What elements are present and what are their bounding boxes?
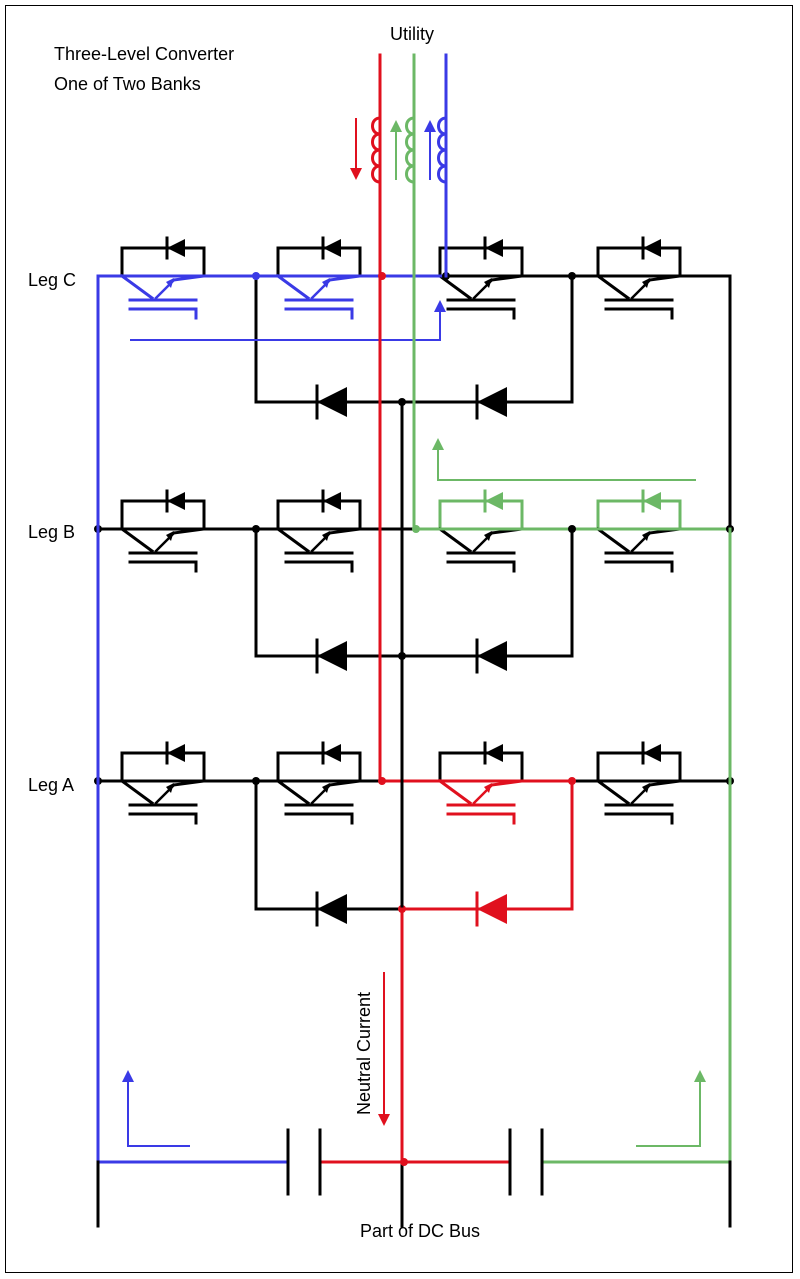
leg-b-igbt-2-collector	[275, 526, 311, 554]
leg-a-igbt-2-diode-loop	[276, 751, 362, 781]
utility-green-inductor	[405, 116, 415, 184]
leg-a-igbt-2-collector	[275, 778, 311, 806]
leg-b-igbt-4-diode-loop	[596, 499, 682, 529]
leg-a-igbt-4-diode	[643, 744, 661, 762]
leg-a-igbt-4-emitter-arrow	[642, 783, 650, 793]
leg-a-igbt-4-diode-loop	[596, 751, 682, 781]
diagram-frame	[5, 5, 793, 1273]
leg-c-igbt-3-diode-loop	[438, 246, 524, 276]
junction-dot	[568, 777, 576, 785]
circuit-drawing	[94, 53, 734, 1228]
dc-green-arrow	[636, 1070, 706, 1147]
leg-b-igbt-1-diode-loop	[120, 499, 206, 529]
leg-b-igbt-1-emitter-arrow	[166, 531, 174, 541]
leg-a-igbt-1-diode-loop	[120, 751, 206, 781]
utility-blue-inductor	[437, 116, 447, 184]
leg-c-igbt-4-diode-loop	[596, 246, 682, 276]
leg-a-clamp-diode-1	[317, 894, 347, 924]
leg-c-igbt-4-collector	[595, 273, 631, 301]
leg-b-green-arrow	[432, 438, 696, 481]
leg-b-igbt-1-diode	[167, 492, 185, 510]
junction-dot	[400, 1158, 408, 1166]
leg-b-igbt-2-diode	[323, 492, 341, 510]
leg-c-blue-arrow	[130, 300, 446, 341]
junction-dot	[568, 525, 576, 533]
neutral-current-label: Neutral Current	[354, 992, 374, 1115]
leg-c-igbt-3-diode	[485, 239, 503, 257]
leg-b-igbt-4-diode	[643, 492, 661, 510]
leg-a-igbt-1-diode	[167, 744, 185, 762]
leg-c-igbt-4-emitter-arrow	[642, 278, 650, 288]
leg-c-igbt-3-emitter-arrow	[484, 278, 492, 288]
leg-c-clamp-diode-1	[317, 387, 347, 417]
leg-a-igbt-3-collector	[437, 778, 473, 806]
leg-a-igbt-3-diode-loop	[438, 751, 524, 781]
leg-b-igbt-4-emitter-arrow	[642, 531, 650, 541]
leg-c-igbt-1-diode	[167, 239, 185, 257]
leg-a-igbt-2-emitter-arrow	[322, 783, 330, 793]
junction-dot	[252, 777, 260, 785]
junction-dot	[252, 272, 260, 280]
utility-label: Utility	[390, 24, 434, 44]
leg-b-igbt-3-diode-loop	[438, 499, 524, 529]
title-line-2: One of Two Banks	[54, 74, 201, 94]
leg-b-igbt-3-collector	[437, 526, 473, 554]
leg-a-igbt-3-diode	[485, 744, 503, 762]
leg-c-igbt-1-collector	[119, 273, 155, 301]
leg-c-igbt-2-diode-loop	[276, 246, 362, 276]
leg-b-label: Leg B	[28, 522, 75, 542]
leg-b-igbt-3-emitter-arrow	[484, 531, 492, 541]
leg-a-igbt-1-collector	[119, 778, 155, 806]
leg-a-igbt-1-emitter-arrow	[166, 783, 174, 793]
leg-a-igbt-4-collector	[595, 778, 631, 806]
leg-b-igbt-4-collector	[595, 526, 631, 554]
leg-a-igbt-3-emitter-arrow	[484, 783, 492, 793]
dc-bus-label: Part of DC Bus	[360, 1221, 480, 1241]
junction-dot	[568, 272, 576, 280]
leg-c-igbt-1-diode-loop	[120, 246, 206, 276]
junction-dot	[252, 525, 260, 533]
leg-c-igbt-2-emitter-arrow	[322, 278, 330, 288]
leg-b-clamp-diode-2	[477, 641, 507, 671]
leg-b-igbt-3-diode	[485, 492, 503, 510]
leg-b-igbt-2-emitter-arrow	[322, 531, 330, 541]
leg-a-igbt-2-diode	[323, 744, 341, 762]
leg-c-clamp-diode-2	[477, 387, 507, 417]
leg-c-igbt-1-emitter-arrow	[166, 278, 174, 288]
utility-red-inductor	[371, 116, 381, 184]
leg-b-igbt-2-diode-loop	[276, 499, 362, 529]
leg-b-clamp-diode-1	[317, 641, 347, 671]
leg-c-igbt-2-diode	[323, 239, 341, 257]
dc-blue-arrow	[122, 1070, 190, 1147]
leg-a-clamp-diode-2	[477, 894, 507, 924]
title-line-1: Three-Level Converter	[54, 44, 234, 64]
leg-b-igbt-1-collector	[119, 526, 155, 554]
leg-c-igbt-2-collector	[275, 273, 311, 301]
leg-a-label: Leg A	[28, 775, 74, 795]
leg-c-igbt-4-diode	[643, 239, 661, 257]
leg-c-label: Leg C	[28, 270, 76, 290]
